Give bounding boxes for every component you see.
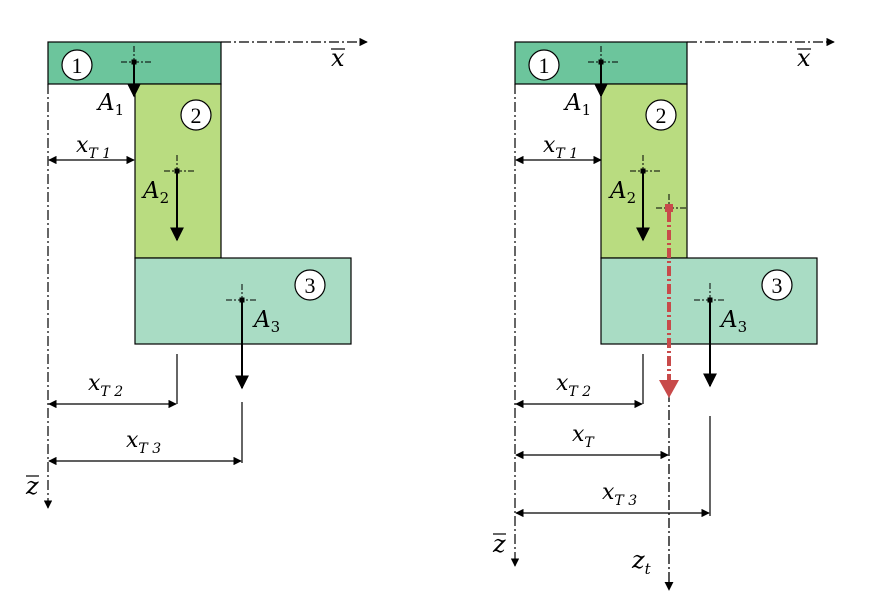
- right-area1-label: A1: [563, 90, 591, 119]
- right-part1-circle: [528, 49, 560, 81]
- right-resultant-arrowhead: [659, 380, 679, 398]
- right-part3-number: 3: [772, 273, 783, 298]
- left-x-axis-label: x: [331, 44, 345, 72]
- left-area1-label: A1: [96, 90, 124, 119]
- left-dim-xT1-label: xT 1: [76, 133, 111, 162]
- right-area2-label: A2: [608, 178, 636, 207]
- left-part2-number: 2: [191, 103, 202, 128]
- left-dim-xT3-label: xT 3: [126, 428, 161, 457]
- right-part3-circle: [761, 269, 793, 301]
- right-part2-number: 2: [656, 103, 667, 128]
- left-dim-xT2-label: xT 2: [88, 371, 123, 400]
- right-centroidal-axis-label: zt: [631, 546, 652, 578]
- right-z-axis-label: z: [492, 530, 506, 558]
- right-part1-number: 1: [539, 53, 550, 78]
- right-dim-xT3-label: xT 3: [602, 480, 637, 509]
- left-figure: 1 2 3 A1 A2 A3 xT 1: [25, 37, 368, 509]
- left-part3-circle: [294, 269, 326, 301]
- left-z-axis-label: z: [25, 472, 39, 500]
- left-part2-circle: [180, 99, 212, 131]
- right-overall-centroid-marker: [656, 194, 686, 212]
- left-part3-number: 3: [305, 273, 316, 298]
- left-part1-circle: [61, 49, 93, 81]
- right-x-axis-label: x: [797, 44, 811, 72]
- right-area3-label: A3: [719, 307, 747, 336]
- right-dim-xT1-label: xT 1: [543, 133, 578, 162]
- right-dim-xT-label: xT: [572, 422, 595, 451]
- left-area3-label: A3: [252, 307, 280, 336]
- left-part1-number: 1: [72, 53, 83, 78]
- right-figure: 1 2 3 A1 A: [492, 37, 835, 591]
- right-dim-xT2-label: xT 2: [556, 371, 591, 400]
- left-area2-label: A2: [141, 178, 169, 207]
- right-part2-circle: [645, 99, 677, 131]
